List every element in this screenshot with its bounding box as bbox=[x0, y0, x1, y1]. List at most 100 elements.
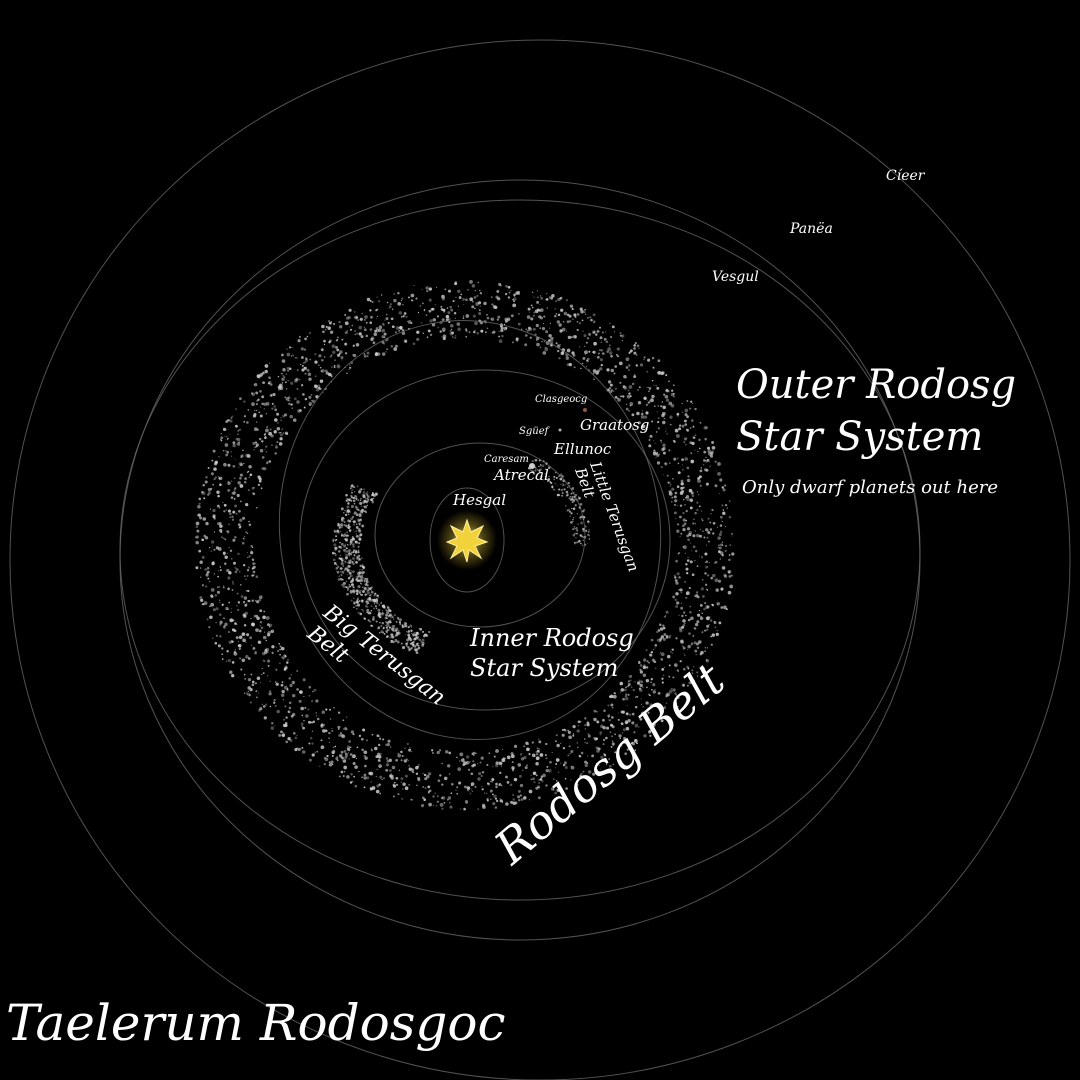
asteroid bbox=[371, 500, 375, 504]
asteroid bbox=[263, 650, 268, 655]
asteroid bbox=[361, 599, 364, 602]
asteroid bbox=[346, 547, 348, 549]
asteroid bbox=[301, 746, 304, 749]
asteroid bbox=[259, 448, 264, 453]
asteroid bbox=[391, 325, 395, 329]
asteroid bbox=[692, 436, 696, 439]
asteroid bbox=[375, 755, 379, 759]
asteroid bbox=[386, 610, 388, 612]
asteroid bbox=[696, 620, 700, 624]
asteroid bbox=[287, 737, 291, 741]
asteroid bbox=[398, 311, 403, 315]
asteroid bbox=[263, 716, 267, 720]
asteroid bbox=[323, 356, 326, 358]
asteroid bbox=[232, 491, 236, 495]
asteroid bbox=[382, 352, 386, 356]
asteroid bbox=[665, 389, 669, 393]
asteroid bbox=[425, 314, 428, 317]
asteroid bbox=[332, 350, 336, 355]
asteroid bbox=[250, 673, 253, 676]
asteroid bbox=[221, 647, 224, 650]
asteroid bbox=[199, 596, 203, 600]
asteroid bbox=[214, 594, 218, 597]
asteroid bbox=[599, 731, 603, 735]
asteroid bbox=[243, 480, 247, 484]
asteroid bbox=[493, 755, 496, 758]
asteroid bbox=[211, 545, 213, 547]
asteroid bbox=[414, 645, 417, 648]
asteroid bbox=[223, 503, 227, 507]
asteroid bbox=[696, 671, 699, 674]
asteroid bbox=[586, 359, 589, 363]
asteroid bbox=[692, 634, 695, 637]
asteroid bbox=[366, 598, 369, 601]
asteroid bbox=[689, 407, 692, 410]
asteroid bbox=[338, 775, 341, 778]
asteroid bbox=[580, 772, 583, 776]
asteroid bbox=[715, 588, 719, 592]
asteroid bbox=[720, 587, 724, 591]
asteroid bbox=[674, 692, 677, 695]
asteroid bbox=[729, 584, 734, 589]
asteroid bbox=[689, 678, 694, 683]
asteroid bbox=[691, 672, 693, 674]
asteroid bbox=[559, 296, 563, 300]
inner-region-label-line1: Inner Rodosg bbox=[469, 624, 634, 652]
asteroid bbox=[351, 484, 354, 487]
asteroid bbox=[359, 487, 362, 491]
asteroid bbox=[288, 676, 292, 680]
asteroid bbox=[344, 342, 348, 346]
asteroid bbox=[455, 296, 457, 299]
asteroid bbox=[385, 340, 387, 342]
asteroid bbox=[407, 631, 410, 634]
asteroid bbox=[356, 562, 358, 564]
asteroid bbox=[580, 542, 582, 545]
asteroid bbox=[645, 403, 649, 406]
asteroid bbox=[253, 427, 258, 431]
asteroid bbox=[687, 538, 690, 542]
asteroid bbox=[665, 610, 669, 614]
asteroid bbox=[397, 292, 400, 295]
asteroid bbox=[449, 802, 451, 804]
asteroid bbox=[416, 337, 420, 342]
asteroid bbox=[350, 487, 352, 490]
asteroid bbox=[311, 399, 315, 403]
asteroid bbox=[697, 479, 701, 483]
asteroid bbox=[377, 754, 382, 759]
asteroid bbox=[403, 312, 407, 315]
asteroid bbox=[386, 743, 390, 747]
asteroid bbox=[254, 446, 257, 449]
asteroid bbox=[652, 723, 656, 727]
asteroid bbox=[422, 630, 424, 633]
asteroid bbox=[611, 740, 614, 742]
asteroid bbox=[657, 359, 661, 362]
asteroid bbox=[438, 749, 442, 752]
asteroid bbox=[258, 709, 261, 712]
asteroid bbox=[561, 330, 563, 332]
asteroid bbox=[257, 692, 259, 694]
asteroid bbox=[212, 515, 216, 519]
asteroid bbox=[442, 334, 447, 339]
asteroid bbox=[328, 763, 333, 767]
asteroid bbox=[700, 587, 704, 591]
asteroid bbox=[663, 706, 667, 710]
asteroid bbox=[348, 559, 352, 563]
asteroid bbox=[682, 691, 684, 694]
asteroid bbox=[633, 375, 637, 379]
asteroid bbox=[227, 630, 231, 634]
asteroid bbox=[708, 623, 710, 626]
asteroid bbox=[366, 355, 369, 357]
asteroid bbox=[429, 333, 433, 337]
asteroid bbox=[627, 719, 631, 723]
asteroid bbox=[576, 729, 580, 733]
asteroid bbox=[358, 490, 361, 494]
asteroid bbox=[638, 661, 641, 664]
asteroid bbox=[351, 491, 353, 494]
asteroid bbox=[250, 544, 253, 548]
asteroid bbox=[231, 492, 234, 495]
asteroid bbox=[369, 309, 372, 312]
asteroid bbox=[541, 464, 545, 468]
asteroid bbox=[353, 311, 356, 313]
asteroid bbox=[372, 618, 375, 622]
asteroid bbox=[702, 579, 704, 581]
